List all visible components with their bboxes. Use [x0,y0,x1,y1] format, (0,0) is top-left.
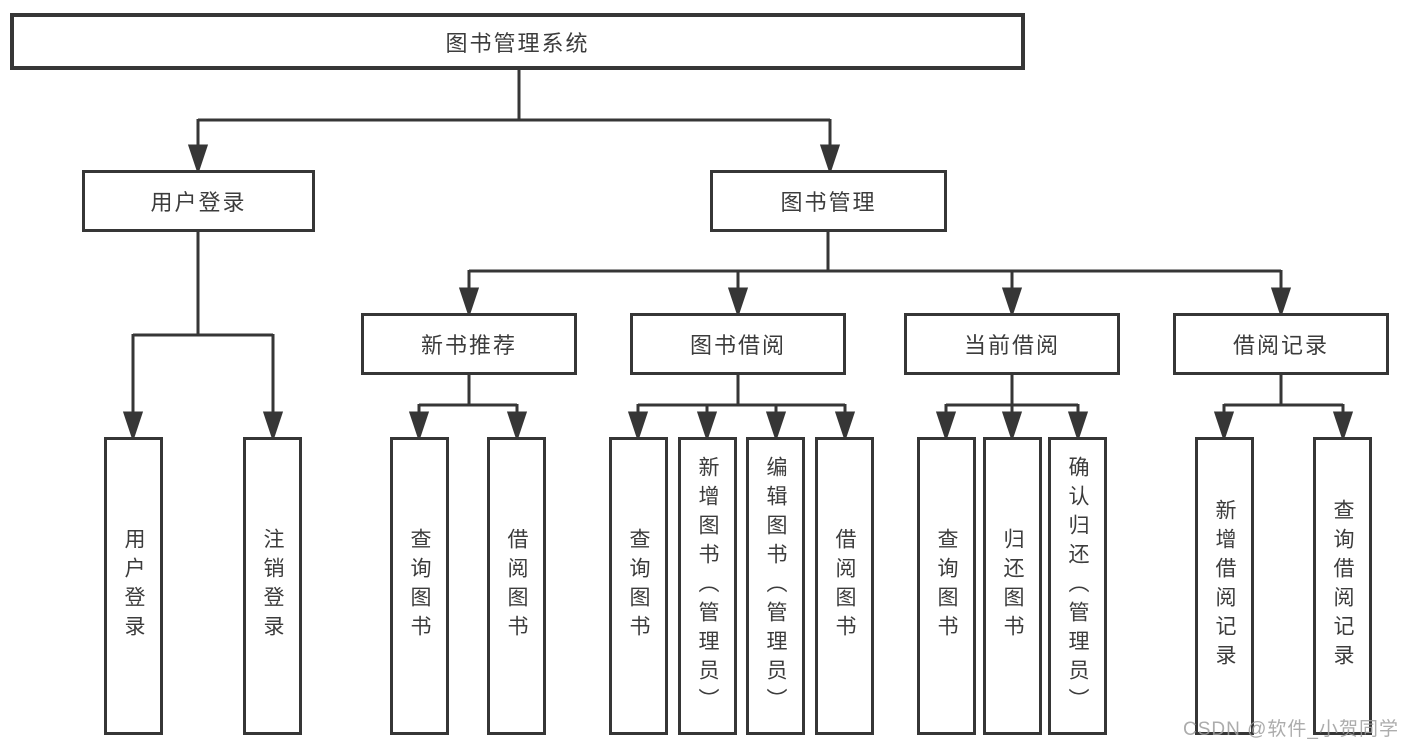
node-leaf-user-login: 用户登录 [104,437,163,735]
node-leaf-edit-books-admin: 编辑图书（管理员） [746,437,805,735]
node-leaf-confirm-return-admin: 确认归还（管理员） [1048,437,1107,735]
node-current-borrowing: 当前借阅 [904,313,1120,375]
node-new-book-recommend: 新书推荐 [361,313,577,375]
node-leaf-query-borrow-record: 查询借阅记录 [1313,437,1372,735]
csdn-watermark: CSDN @软件_小贺同学 [1183,719,1399,740]
node-leaf-query-books-3: 查询图书 [917,437,976,735]
node-leaf-borrow-books-1: 借阅图书 [487,437,546,735]
node-leaf-add-borrow-record: 新增借阅记录 [1195,437,1254,735]
node-borrowing-records: 借阅记录 [1173,313,1389,375]
node-leaf-logout: 注销登录 [243,437,302,735]
node-leaf-borrow-books-2: 借阅图书 [815,437,874,735]
node-user-login: 用户登录 [82,170,315,232]
node-leaf-return-books: 归还图书 [983,437,1042,735]
node-leaf-query-books-2: 查询图书 [609,437,668,735]
node-book-management: 图书管理 [710,170,947,232]
node-book-borrowing: 图书借阅 [630,313,846,375]
node-leaf-add-books-admin: 新增图书（管理员） [678,437,737,735]
node-leaf-query-books-1: 查询图书 [390,437,449,735]
node-system-root: 图书管理系统 [10,13,1025,70]
